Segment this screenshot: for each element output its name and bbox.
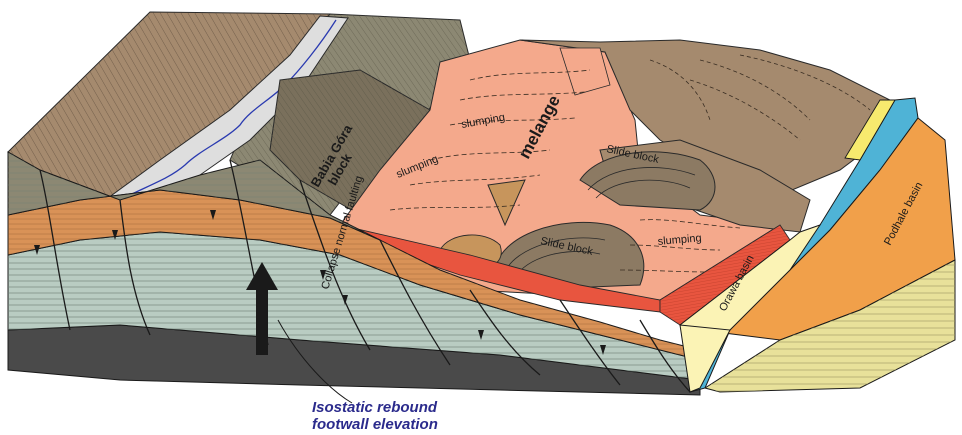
caption-line-2: footwall elevation <box>312 416 438 433</box>
isostatic-rebound-arrow <box>256 282 268 355</box>
caption-line-1: Isostatic rebound <box>312 399 438 416</box>
